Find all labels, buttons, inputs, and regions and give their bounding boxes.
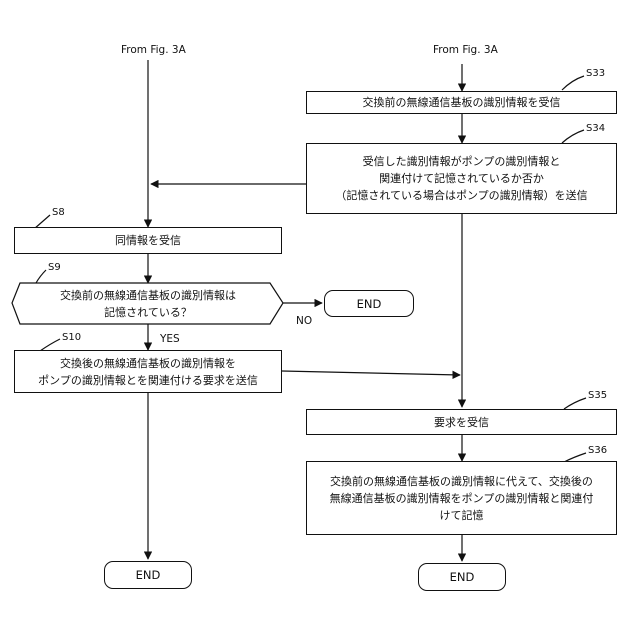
s33-box: 交換前の無線通信基板の識別情報を受信: [306, 91, 617, 114]
arrow-s10-to-right: [282, 371, 460, 375]
step-id-s36: S36: [588, 445, 607, 456]
s35-box: 要求を受信: [306, 409, 617, 435]
s36-text: 交換前の無線通信基板の識別情報に代えて、交換後の 無線通信基板の識別情報をポンプ…: [330, 473, 594, 524]
s9-text-wrap: 交換前の無線通信基板の識別情報は 記憶されている？: [20, 285, 276, 322]
leader-s35: [564, 398, 586, 409]
leader-s9: [36, 270, 46, 283]
yes-label: YES: [160, 333, 180, 345]
s10-box: 交換後の無線通信基板の識別情報を ポンプの識別情報とを関連付ける要求を送信: [14, 350, 282, 393]
step-id-s10: S10: [62, 332, 81, 343]
end-terminal-left: END: [104, 561, 192, 589]
s35-text: 要求を受信: [434, 414, 489, 431]
from-label-right: From Fig. 3A: [433, 44, 498, 56]
leader-s34: [562, 130, 584, 143]
step-id-s34: S34: [586, 123, 605, 134]
no-label: NO: [296, 315, 312, 327]
end-terminal-no: END: [324, 290, 414, 317]
s10-text: 交換後の無線通信基板の識別情報を ポンプの識別情報とを関連付ける要求を送信: [38, 355, 258, 389]
s34-text: 受信した識別情報がポンプの識別情報と 関連付けて記憶されているか否か （記憶され…: [335, 153, 587, 204]
from-label-left: From Fig. 3A: [121, 44, 186, 56]
s34-box: 受信した識別情報がポンプの識別情報と 関連付けて記憶されているか否か （記憶され…: [306, 143, 617, 214]
s36-box: 交換前の無線通信基板の識別情報に代えて、交換後の 無線通信基板の識別情報をポンプ…: [306, 461, 617, 535]
s8-text: 同情報を受信: [115, 232, 181, 249]
step-id-s33: S33: [586, 68, 605, 79]
step-id-s35: S35: [588, 390, 607, 401]
step-id-s9: S9: [48, 262, 61, 273]
end-terminal-right: END: [418, 563, 506, 591]
s8-box: 同情報を受信: [14, 227, 282, 254]
s33-text: 交換前の無線通信基板の識別情報を受信: [363, 94, 561, 111]
leader-s33: [562, 76, 584, 90]
s9-text: 交換前の無線通信基板の識別情報は 記憶されている？: [60, 287, 236, 321]
step-id-s8: S8: [52, 207, 65, 218]
